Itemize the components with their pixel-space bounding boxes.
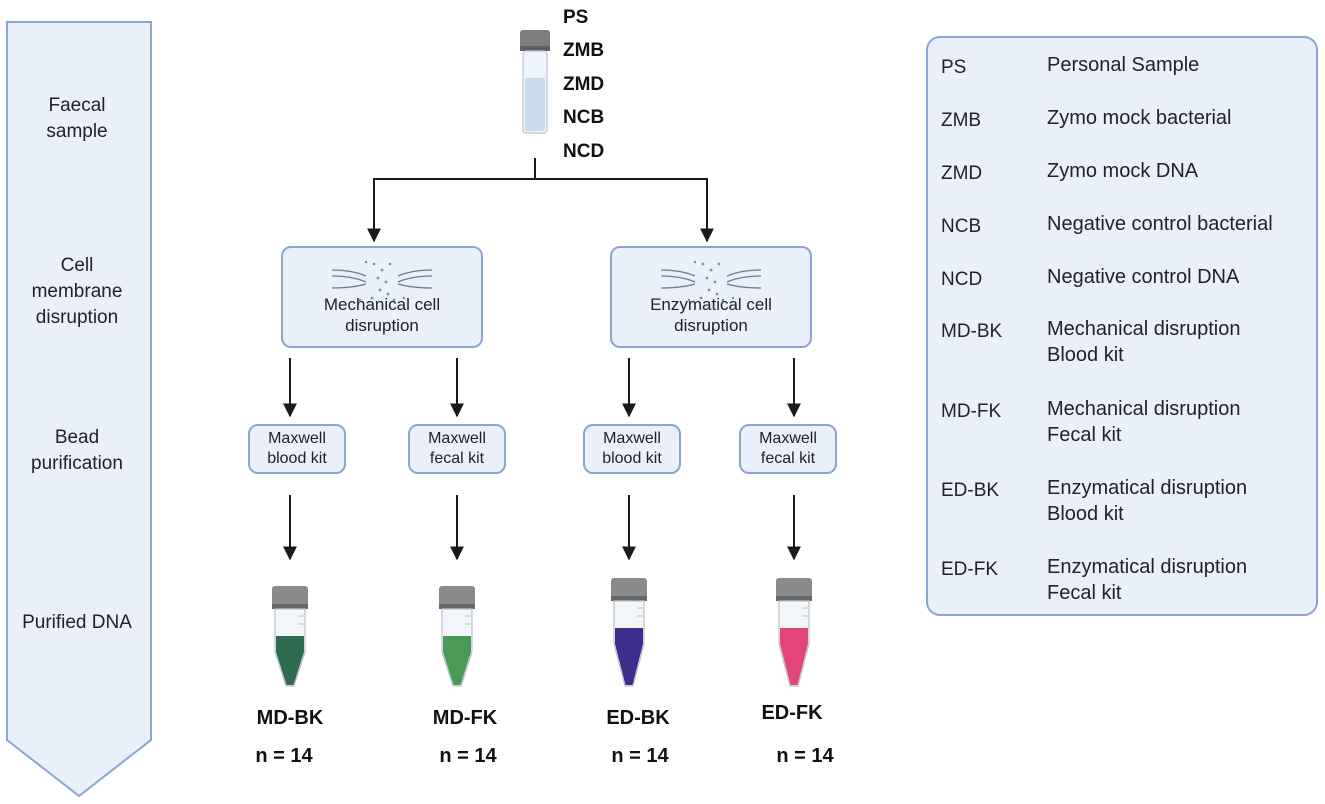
- output-count-md-fk: n = 14: [439, 745, 497, 767]
- output-label-ed-bk: ED-BK: [606, 707, 670, 729]
- stage-label-bead-purification: Bead purification: [10, 425, 144, 477]
- sample-code-ncb: NCB: [563, 107, 605, 128]
- legend-abbr: ED-FK: [941, 559, 998, 580]
- legend-desc-line: Blood kit: [1047, 344, 1124, 366]
- kit-box-mech-blood: Maxwell blood kit: [248, 424, 346, 474]
- output-count-ed-bk: n = 14: [611, 745, 669, 767]
- membrane-disruption-icon: [331, 260, 433, 302]
- stage-label-line: disruption: [35, 307, 119, 328]
- output-label-ed-fk: ED-FK: [761, 702, 823, 724]
- kit-box-mech-fecal: Maxwell fecal kit: [408, 424, 506, 474]
- stage-label-line: Bead: [54, 427, 100, 448]
- mechanical-disruption-box: Mechanical cell disruption: [281, 246, 483, 348]
- stage-label-line: purification: [31, 453, 123, 474]
- kit-label-line: Maxwell: [603, 430, 661, 447]
- sample-code-zmb: ZMB: [563, 40, 605, 61]
- stage-label-cell-membrane-disruption: Cell membrane disruption: [10, 253, 144, 331]
- legend-desc-line: Blood kit: [1047, 503, 1124, 525]
- legend-abbr: ZMB: [941, 110, 982, 131]
- legend-desc-line: Negative control bacterial: [1047, 213, 1273, 235]
- legend-desc-line: Negative control DNA: [1047, 266, 1240, 288]
- stage-label-line: Cell: [60, 255, 94, 276]
- dna-tube-icon: [611, 578, 647, 687]
- box-label-line: disruption: [345, 316, 419, 335]
- legend-box: [926, 36, 1318, 616]
- kit-label-line: blood kit: [267, 450, 327, 467]
- kit-box-enz-blood: Maxwell blood kit: [583, 424, 681, 474]
- legend-desc-line: Fecal kit: [1047, 424, 1122, 446]
- legend-abbr: ED-BK: [941, 480, 1000, 501]
- stage-label-line: Purified DNA: [22, 612, 132, 633]
- dna-tube-icon: [439, 586, 475, 687]
- legend-desc-line: Personal Sample: [1047, 54, 1200, 76]
- output-count-md-bk: n = 14: [255, 745, 313, 767]
- kit-label-line: Maxwell: [428, 430, 486, 447]
- legend-desc-line: Enzymatical disruption: [1047, 477, 1248, 499]
- output-label-md-bk: MD-BK: [256, 707, 324, 729]
- legend-desc: Personal Sample: [1047, 52, 1199, 78]
- legend-desc-line: Fecal kit: [1047, 582, 1122, 604]
- kit-box-enz-fecal: Maxwell fecal kit: [739, 424, 837, 474]
- legend-abbr: PS: [941, 57, 967, 78]
- mechanical-disruption-label: Mechanical cell disruption: [283, 294, 481, 336]
- enzymatical-disruption-label: Enzymatical cell disruption: [612, 294, 810, 336]
- legend-desc: Zymo mock DNA: [1047, 158, 1198, 184]
- dna-tube-icon: [272, 586, 308, 687]
- stage-chevron: [6, 21, 152, 798]
- legend-abbr: MD-FK: [941, 401, 1002, 422]
- kit-label-line: Maxwell: [268, 430, 326, 447]
- kit-label-line: fecal kit: [429, 450, 485, 467]
- box-label-line: Mechanical cell: [323, 295, 441, 314]
- legend-abbr: NCD: [941, 269, 983, 290]
- legend-desc-line: Mechanical disruption: [1047, 398, 1241, 420]
- legend-desc-line: Enzymatical disruption: [1047, 556, 1248, 578]
- sample-code-ps: PS: [563, 7, 589, 28]
- legend-abbr: ZMD: [941, 163, 983, 184]
- output-label-md-fk: MD-FK: [432, 707, 498, 729]
- output-count-ed-fk: n = 14: [776, 745, 834, 767]
- dna-tube-icon: [776, 578, 812, 687]
- stage-label-line: Faecal: [48, 95, 106, 116]
- sample-code-ncd: NCD: [563, 141, 605, 162]
- kit-label-line: fecal kit: [760, 450, 816, 467]
- sample-code-zmd: ZMD: [563, 74, 605, 95]
- box-label-line: disruption: [674, 316, 748, 335]
- sample-tube-icon: [520, 30, 550, 134]
- legend-desc-line: Zymo mock DNA: [1047, 160, 1199, 182]
- kit-label-line: Maxwell: [759, 430, 817, 447]
- enzymatical-disruption-box: Enzymatical cell disruption: [610, 246, 812, 348]
- legend-desc: Zymo mock bacterial: [1047, 105, 1232, 131]
- legend-desc: Negative control bacterial: [1047, 211, 1273, 237]
- legend-abbr: NCB: [941, 216, 982, 237]
- legend-desc-line: Zymo mock bacterial: [1047, 107, 1232, 129]
- stage-label-line: sample: [46, 121, 108, 142]
- stage-label-line: membrane: [31, 281, 123, 302]
- box-label-line: Enzymatical cell: [650, 295, 772, 314]
- legend-desc: Negative control DNA: [1047, 264, 1239, 290]
- legend-abbr: MD-BK: [941, 321, 1003, 342]
- kit-label-line: blood kit: [602, 450, 662, 467]
- stage-label-faecal-sample: Faecal sample: [10, 93, 144, 145]
- membrane-disruption-icon: [660, 260, 762, 302]
- stage-label-purified-dna: Purified DNA: [10, 610, 144, 636]
- legend-desc-line: Mechanical disruption: [1047, 318, 1241, 340]
